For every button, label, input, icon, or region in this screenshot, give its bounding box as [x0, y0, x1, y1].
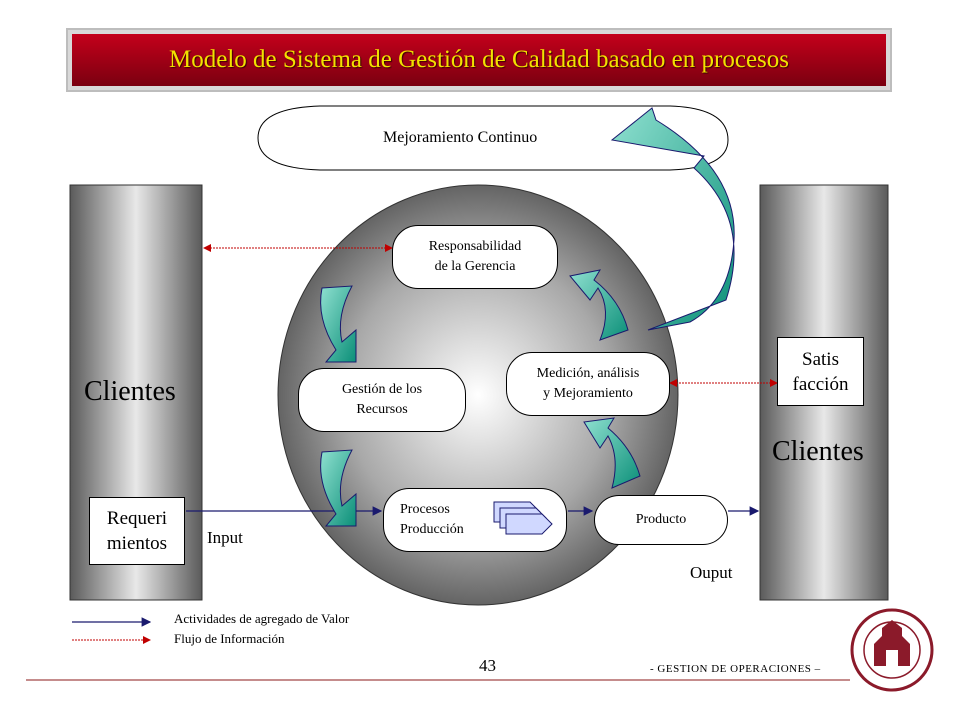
process-circle: [277, 184, 679, 606]
requerimientos-box: Requeri mientos: [89, 497, 185, 565]
medicion-box: Medición, análisis y Mejoramiento: [506, 352, 670, 416]
page-number: 43: [479, 656, 496, 675]
curved-arrow-right-bottom: [583, 417, 641, 489]
output-label: Ouput: [690, 563, 733, 582]
procesos-doc-icon: [493, 501, 553, 535]
gestion-recursos-box: Gestión de los Recursos: [298, 368, 466, 432]
legend-info-label: Flujo de Información: [174, 631, 285, 646]
course-footer: - GESTION DE OPERACIONES –: [650, 663, 821, 675]
legend-value-label: Actividades de agregado de Valor: [174, 611, 350, 626]
responsabilidad-label: Responsabilidad de la Gerencia: [428, 239, 522, 274]
clientes-right-label: Clientes: [772, 436, 864, 467]
responsabilidad-box: Responsabilidad de la Gerencia: [392, 225, 558, 289]
procesos-label: Procesos Producción: [400, 502, 464, 537]
title-banner: Modelo de Sistema de Gestión de Calidad …: [68, 30, 890, 90]
medicion-label: Medición, análisis y Mejoramiento: [536, 366, 640, 401]
curved-arrow-left-bottom: [320, 449, 357, 527]
producto-label: Producto: [635, 512, 687, 527]
gestion-recursos-label: Gestión de los Recursos: [341, 382, 423, 417]
curved-arrow-right-top: [569, 269, 629, 341]
page-title: Modelo de Sistema de Gestión de Calidad …: [169, 46, 789, 73]
producto-box: Producto: [594, 495, 728, 545]
clientes-left-label: Clientes: [84, 376, 176, 407]
satisfaccion-box: Satis facción: [777, 337, 864, 406]
input-label: Input: [207, 528, 243, 547]
satisfaccion-label: Satis facción: [792, 348, 849, 395]
university-seal: [850, 608, 934, 692]
improvement-loop-arrow: [610, 107, 735, 331]
requerimientos-label: Requeri mientos: [106, 508, 168, 554]
mejoramiento-shape: [257, 105, 729, 171]
curved-arrow-left-top: [320, 285, 357, 363]
mejoramiento-label: Mejoramiento Continuo: [383, 129, 538, 146]
